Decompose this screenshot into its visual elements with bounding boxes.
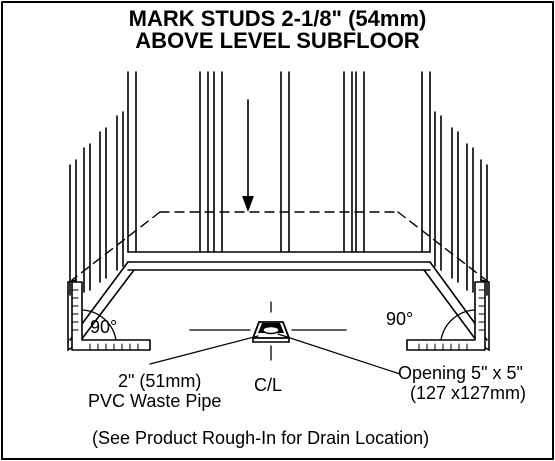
angle-label-left: 90° <box>90 317 118 337</box>
title-line-1: MARK STUDS 2-1/8" (54mm) <box>128 6 427 31</box>
pipe-label-line-2: PVC Waste Pipe <box>88 391 222 411</box>
centerline-label: C/L <box>254 375 283 395</box>
left-carpenter-square <box>71 281 151 351</box>
right-wall-studs <box>434 111 488 296</box>
right-carpenter-square <box>406 281 486 351</box>
leader-lines <box>149 333 401 375</box>
opening-label-line-2: (127 x127mm) <box>410 383 527 403</box>
footnote: (See Product Rough-In for Drain Location… <box>92 428 430 448</box>
opening-label-line-1: Opening 5" x 5" <box>398 363 523 383</box>
angle-label-right: 90° <box>386 309 414 329</box>
title-line-2: ABOVE LEVEL SUBFLOOR <box>135 28 420 53</box>
drain-opening <box>252 321 290 343</box>
back-wall-studs <box>127 71 431 253</box>
back-wall-bottom-plate <box>127 251 431 271</box>
level-mark-dashed-line <box>71 211 487 281</box>
left-wall-studs <box>69 111 124 296</box>
mark-arrow <box>242 99 254 212</box>
centerline <box>189 301 347 361</box>
pipe-label-line-1: 2" (51mm) <box>118 371 202 391</box>
